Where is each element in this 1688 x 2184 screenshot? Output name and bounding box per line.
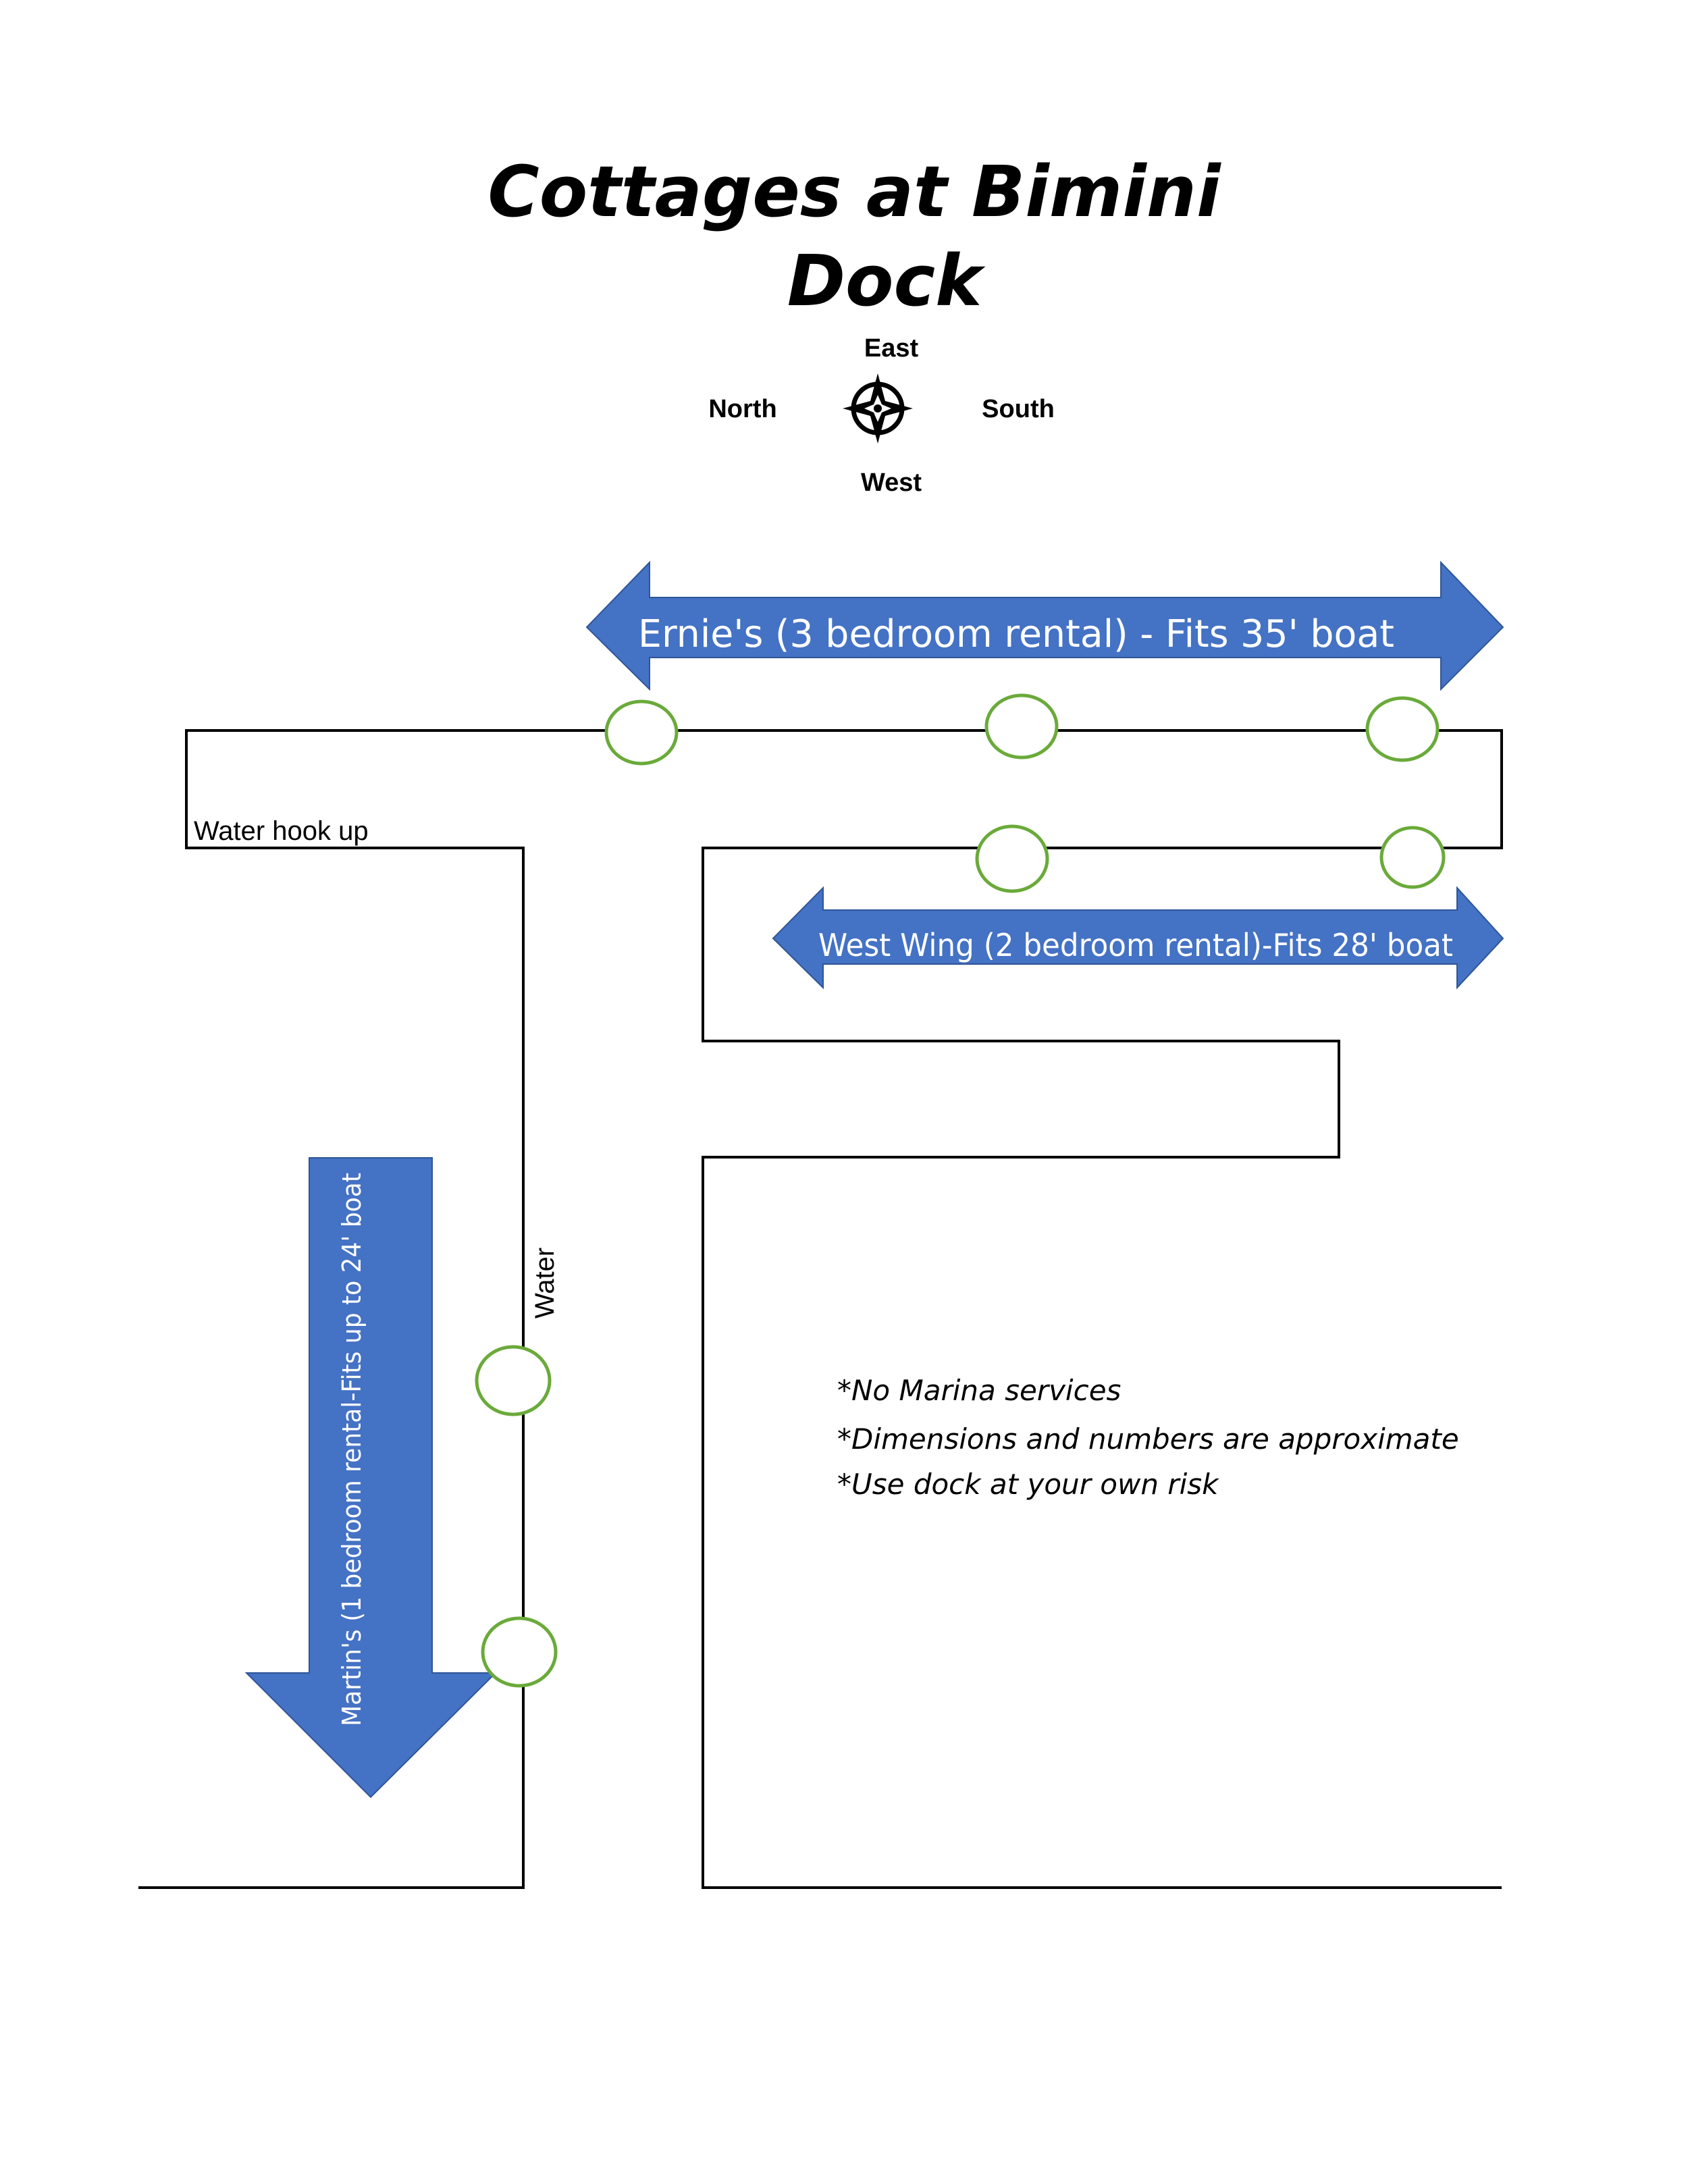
dock-post xyxy=(975,824,1049,893)
dock-post xyxy=(475,1345,552,1416)
note-no-marina: *No Marina services xyxy=(837,1374,1121,1407)
dock-post xyxy=(1365,696,1440,762)
ernies-arrow xyxy=(585,560,1504,691)
dock-outline-main xyxy=(640,729,1503,1889)
dock-post xyxy=(984,693,1059,760)
dock-post xyxy=(1379,826,1446,889)
compass-north-label: North xyxy=(708,395,776,423)
dock-post xyxy=(481,1616,558,1688)
compass-east-label: East xyxy=(864,334,919,363)
title-line-2: Dock xyxy=(787,240,986,322)
ernies-arrow-label: Ernie's (3 bedroom rental) - Fits 35' bo… xyxy=(638,612,1394,656)
dock-post xyxy=(604,699,679,766)
compass-south-label: South xyxy=(982,395,1055,423)
martins-arrow-label: Martin's (1 bedroom rental-Fits up to 24… xyxy=(337,1173,367,1726)
note-own-risk: *Use dock at your own risk xyxy=(837,1468,1219,1501)
title-line-1: Cottages at Bimini xyxy=(487,151,1221,233)
compass-west-label: West xyxy=(861,469,922,497)
dock-outline-left xyxy=(138,729,640,1889)
martins-arrow xyxy=(244,1157,498,1799)
west-wing-arrow xyxy=(772,886,1504,990)
water-hook-up-label: Water hook up xyxy=(194,816,369,846)
note-dimensions: *Dimensions and numbers are approximate xyxy=(837,1422,1459,1456)
west-wing-arrow-label: West Wing (2 bedroom rental)-Fits 28' bo… xyxy=(818,927,1453,963)
water-label: Water xyxy=(530,1248,560,1319)
compass-rose-icon xyxy=(843,373,913,444)
